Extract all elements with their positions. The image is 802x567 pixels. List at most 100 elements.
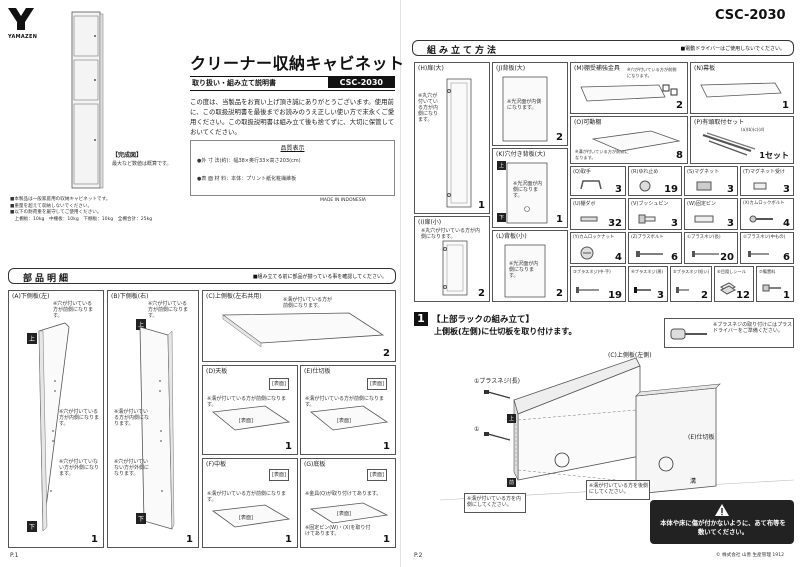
panel-c-qty: 2 bbox=[383, 348, 390, 359]
subtitle-bar: 取り扱い・組み立て説明書 CSC-2030 bbox=[190, 76, 395, 91]
panel-f-face: [表面] bbox=[239, 515, 253, 521]
part-r-box: (R)ゆれ止め 19 bbox=[628, 166, 682, 196]
screw-long-icon bbox=[692, 251, 719, 257]
panel-d-box: (D)天板 [表面] ※溝が付いている方が前側になります。 [表面] 1 bbox=[202, 365, 298, 455]
panel-g-tag: [表面] bbox=[367, 469, 387, 481]
model-code-header: CSC-2030 bbox=[715, 8, 786, 23]
warning-text: 本体や床に傷が付かないように、あて布等を敷いてください。 bbox=[660, 520, 786, 536]
part-h-qty: 1 bbox=[478, 200, 485, 211]
part-n-label: (N)幕板 bbox=[694, 65, 716, 72]
part-l-box: (L)背板(小) ※光沢面が内側になります。 2 bbox=[492, 230, 568, 302]
assembly-note: ■電動ドライバーはご使用しないでください。 bbox=[680, 46, 785, 52]
spec-line-2: ●表 面 材 料：本体：プリント紙化粧繊維板 bbox=[197, 176, 297, 182]
part-o-label: (O)可動棚 bbox=[574, 119, 602, 126]
panel-f-tag: [表面] bbox=[269, 469, 289, 481]
screwdriver-note: ※ブラスネジの取り付けにはプラスドライバーをご準備ください。 bbox=[713, 322, 792, 334]
callout-back: ※溝が付いている方を後側にしてください。 bbox=[586, 480, 650, 500]
assembly-header: 組み立て方法 ■電動ドライバーはご使用しないでください。 bbox=[412, 40, 794, 56]
panel-c-label: (C)上側板(左右共用) bbox=[206, 293, 262, 300]
cam-bolt-icon bbox=[749, 215, 773, 223]
spec-title: 品質表示 bbox=[280, 145, 305, 152]
panel-a-note3: ※穴が付いていない方が外側になります。 bbox=[59, 459, 100, 477]
panel-b-note1: ※穴が付いている方が前側になります。 bbox=[148, 301, 189, 319]
panel-d-drawing bbox=[212, 405, 291, 431]
part-j-qty: 2 bbox=[556, 132, 563, 143]
cabinet-icon bbox=[71, 11, 104, 189]
note-line-4: 上棚板：10kg 中棚板：10kg 下棚板：10kg 全棚合計：25kg bbox=[10, 216, 153, 222]
shelf-pin-icon bbox=[580, 216, 598, 222]
part-m-drawing bbox=[580, 84, 678, 102]
part-4-qty: 3 bbox=[657, 290, 664, 301]
label-screw-long: ①ブラスネジ(長) bbox=[474, 378, 520, 385]
callout-inside: ※溝が付いている方を内側にしてください。 bbox=[464, 493, 526, 513]
part-7-label: ⑦備置料 bbox=[759, 269, 776, 274]
spec-box: 品質表示 ●外 寸 法(約)：幅38×奥行33×高さ203(cm) ●表 面 材… bbox=[190, 140, 395, 196]
part-m-box: (M)棚受補強金具 ※穴が付いている方が前側になります。 2 bbox=[570, 62, 688, 114]
parts-header: 部品明細 ■組み立てる前に部品が揃っている事を確認してください。 bbox=[8, 268, 396, 284]
page-number-right: P.2 bbox=[414, 552, 423, 559]
part-s-label: (S)マグネット bbox=[687, 169, 720, 175]
screw-medium-icon bbox=[748, 251, 769, 257]
part-n-drawing bbox=[700, 82, 782, 98]
page-fold bbox=[400, 0, 401, 567]
part-u-qty: 32 bbox=[608, 218, 622, 229]
panel-g-note: ※金具(Q)が取り付けてあります。 bbox=[305, 491, 382, 497]
handle-icon bbox=[580, 180, 602, 190]
part-l-qty: 2 bbox=[556, 288, 563, 299]
spec-line-1: ●外 寸 法(約)：幅38×奥行33×高さ203(cm) bbox=[197, 158, 301, 164]
part-x-label: (X)カムロックボルト bbox=[743, 201, 785, 206]
screw-short-icon bbox=[676, 287, 689, 293]
part-2-label: ②ブラスネジ(中もの) bbox=[743, 235, 786, 240]
part-6-box: ⑥目隠しシール 12 bbox=[714, 266, 754, 302]
part-x-qty: 4 bbox=[783, 218, 790, 229]
made-in: MADE IN INDONESIA bbox=[320, 198, 366, 203]
part-5-box: ⑤ブラスネジ(短い) 2 bbox=[670, 266, 712, 302]
panel-f-qty: 1 bbox=[285, 534, 292, 545]
part-3-qty: 19 bbox=[608, 290, 622, 301]
part-r-label: (R)ゆれ止め bbox=[631, 169, 659, 175]
part-n-box: (N)幕板 1 bbox=[690, 62, 794, 114]
panel-a-qty: 1 bbox=[91, 534, 98, 545]
part-m-note: ※穴が付いている方が前側になります。 bbox=[627, 67, 677, 78]
panel-g-drawing bbox=[309, 502, 389, 524]
label-c-left-panel: (C)上側板(左側) bbox=[608, 352, 652, 359]
part-7-box: ⑦備置料 1 bbox=[756, 266, 794, 302]
warning-icon bbox=[715, 504, 729, 516]
brand-name: YAMAZEN bbox=[8, 34, 38, 40]
part-i-drawing bbox=[442, 240, 468, 296]
part-i-label: (I)扉(小) bbox=[418, 219, 442, 226]
step-subheading: 上側板(左側)に仕切板を取り付けます。 bbox=[434, 327, 577, 336]
part-z-box: (Z)ブラスボルト 6 bbox=[628, 232, 682, 264]
screw-hand-icon bbox=[576, 287, 599, 293]
page-number-left: P.1 bbox=[10, 552, 19, 559]
part-s-qty: 3 bbox=[727, 184, 734, 195]
part-6-label: ⑥目隠しシール bbox=[717, 269, 746, 274]
assembly-title: 組み立て方法 bbox=[427, 46, 500, 56]
panel-g-qty: 1 bbox=[383, 534, 390, 545]
part-k-qty: 1 bbox=[556, 214, 563, 225]
panel-d-note: ※溝が付いている方が前側になります。 bbox=[207, 396, 287, 408]
screwdriver-icon bbox=[670, 328, 707, 340]
part-j-note: ※光沢面が内側になります。 bbox=[507, 99, 542, 111]
part-u-label: (U)棚ダボ bbox=[573, 201, 596, 207]
part-o-box: (O)可動棚 ※溝が付いている方が前側になります。 8 bbox=[570, 116, 688, 164]
product-notes: ■本製品は一般家庭用の収納キャビネットです。 ■重量を超えて収納しないでください… bbox=[10, 197, 180, 223]
step-heading: 【上部ラックの組み立て】 bbox=[432, 315, 535, 325]
step-front-tag: 前 bbox=[507, 478, 517, 487]
part-w-qty: 3 bbox=[727, 218, 734, 229]
label-screw-long-2: ① bbox=[474, 426, 480, 433]
panel-a-drawing bbox=[38, 322, 70, 531]
part-y-label: (Y)カムロックナット bbox=[573, 235, 615, 240]
part-m-label: (M)棚受補強金具 bbox=[574, 65, 620, 72]
completed-note: 最大など数値は概算です。 bbox=[112, 161, 172, 167]
cam-nut-icon bbox=[580, 246, 594, 260]
panel-f-box: (F)中板 [表面] ※溝が付いている方が前側になります。 [表面] 1 bbox=[202, 458, 298, 548]
part-j-box: (J)背板(大) ※光沢面が内側になります。 2 bbox=[492, 62, 568, 146]
part-h-box: (H)扉(大) ※丸穴が付いている方が内側になります。 1 bbox=[414, 62, 490, 214]
part-7-qty: 1 bbox=[783, 290, 790, 301]
part-t-qty: 3 bbox=[783, 184, 790, 195]
completed-illustration bbox=[70, 10, 104, 190]
product-subtitle: 取り扱い・組み立て説明書 bbox=[192, 79, 276, 87]
footer-copyright: © 株式会社 山善 生産管理 1912 bbox=[716, 553, 785, 558]
panel-g-face: [表面] bbox=[337, 511, 351, 517]
